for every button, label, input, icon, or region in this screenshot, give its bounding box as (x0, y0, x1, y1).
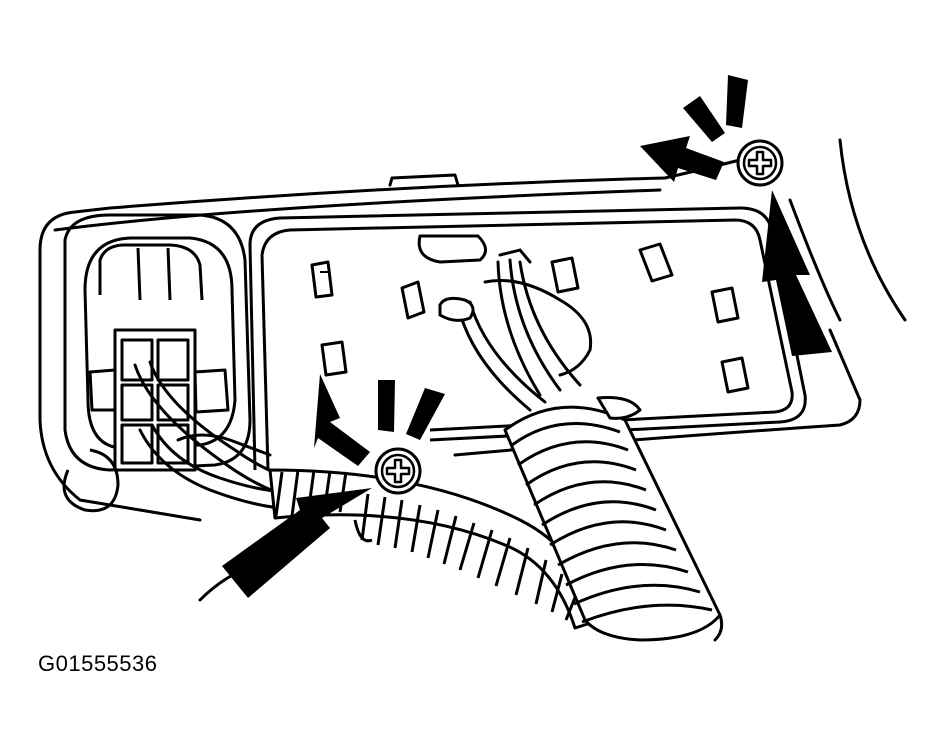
pointer-arrow-lower-left (314, 374, 370, 466)
figure-code-label: G01555536 (38, 651, 158, 676)
mounting-plate (248, 206, 807, 471)
pointer-arrow-icon (314, 374, 370, 466)
emphasis-dashes-icon (683, 96, 725, 142)
emphasis-dashes-icon (726, 75, 748, 128)
pointer-arrow-icon (762, 190, 832, 356)
pointer-arrow-icon (222, 488, 372, 598)
large-corrugated-conduit (503, 396, 722, 642)
mounting-screw-lower (374, 447, 422, 495)
pointer-arrow-upper-left (640, 136, 724, 182)
plate-slots (310, 234, 750, 394)
phillips-screw-icon (374, 447, 422, 495)
electrical-connector (63, 213, 252, 472)
pointer-arrow-upper-below (762, 190, 832, 356)
emphasis-dashes-icon (378, 380, 395, 432)
emphasis-dashes-upper (683, 75, 748, 142)
pointer-arrow-lower-below (222, 488, 372, 598)
emphasis-dashes-lower (378, 380, 445, 440)
pointer-arrow-icon (640, 136, 724, 182)
plate-wires (438, 248, 593, 412)
locating-boss (62, 448, 120, 513)
emphasis-dashes-icon (406, 388, 445, 440)
mounting-screw-upper (736, 139, 784, 187)
phillips-screw-icon (736, 139, 784, 187)
